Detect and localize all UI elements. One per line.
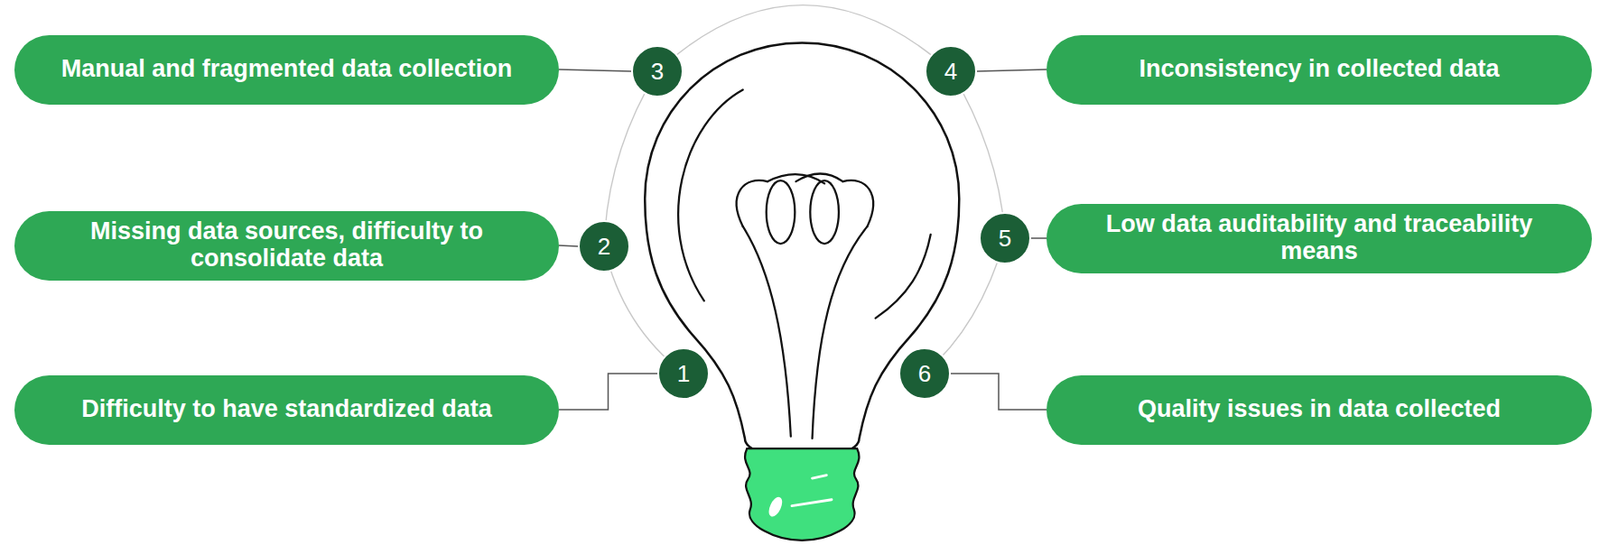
callout-number: 5 [978, 212, 1032, 265]
number-text: 3 [651, 57, 664, 86]
callout-number: 4 [924, 45, 977, 98]
issue-text: Missing data sources, difficulty to cons… [45, 218, 529, 272]
bulb-glass [644, 42, 959, 458]
issue-pill: Difficulty to have standardized data [14, 375, 559, 446]
leader-connector [558, 69, 632, 72]
bulb-detail [678, 89, 931, 438]
issue-text: Low data auditability and traceability m… [1077, 211, 1562, 265]
number-text: 6 [918, 360, 931, 389]
callout-number: 3 [631, 45, 684, 98]
bulb-highlight [767, 475, 832, 518]
leader-connector [558, 373, 658, 410]
issue-pill: Manual and fragmented data collection [14, 35, 559, 105]
number-text: 1 [677, 360, 690, 389]
issue-text: Quality issues in data collected [1137, 396, 1501, 424]
number-text: 4 [944, 57, 958, 86]
issue-text: Difficulty to have standardized data [81, 396, 493, 424]
leader-connector [1031, 237, 1047, 240]
leader-connector [976, 69, 1047, 72]
callout-number: 2 [577, 220, 631, 273]
issue-pill: Inconsistency in collected data [1046, 35, 1592, 105]
leader-connector [950, 373, 1047, 410]
bulb-base [744, 448, 859, 541]
callout-number: 6 [898, 347, 951, 400]
issue-pill: Missing data sources, difficulty to cons… [14, 211, 559, 281]
issue-pill: Quality issues in data collected [1046, 375, 1592, 446]
callout-number: 1 [657, 347, 710, 400]
number-text: 5 [998, 224, 1012, 253]
issue-text: Inconsistency in collected data [1138, 55, 1499, 84]
issue-pill: Low data auditability and traceability m… [1046, 204, 1592, 274]
issue-text: Manual and fragmented data collection [61, 55, 513, 84]
leader-connector [558, 245, 578, 247]
number-text: 2 [597, 232, 611, 261]
